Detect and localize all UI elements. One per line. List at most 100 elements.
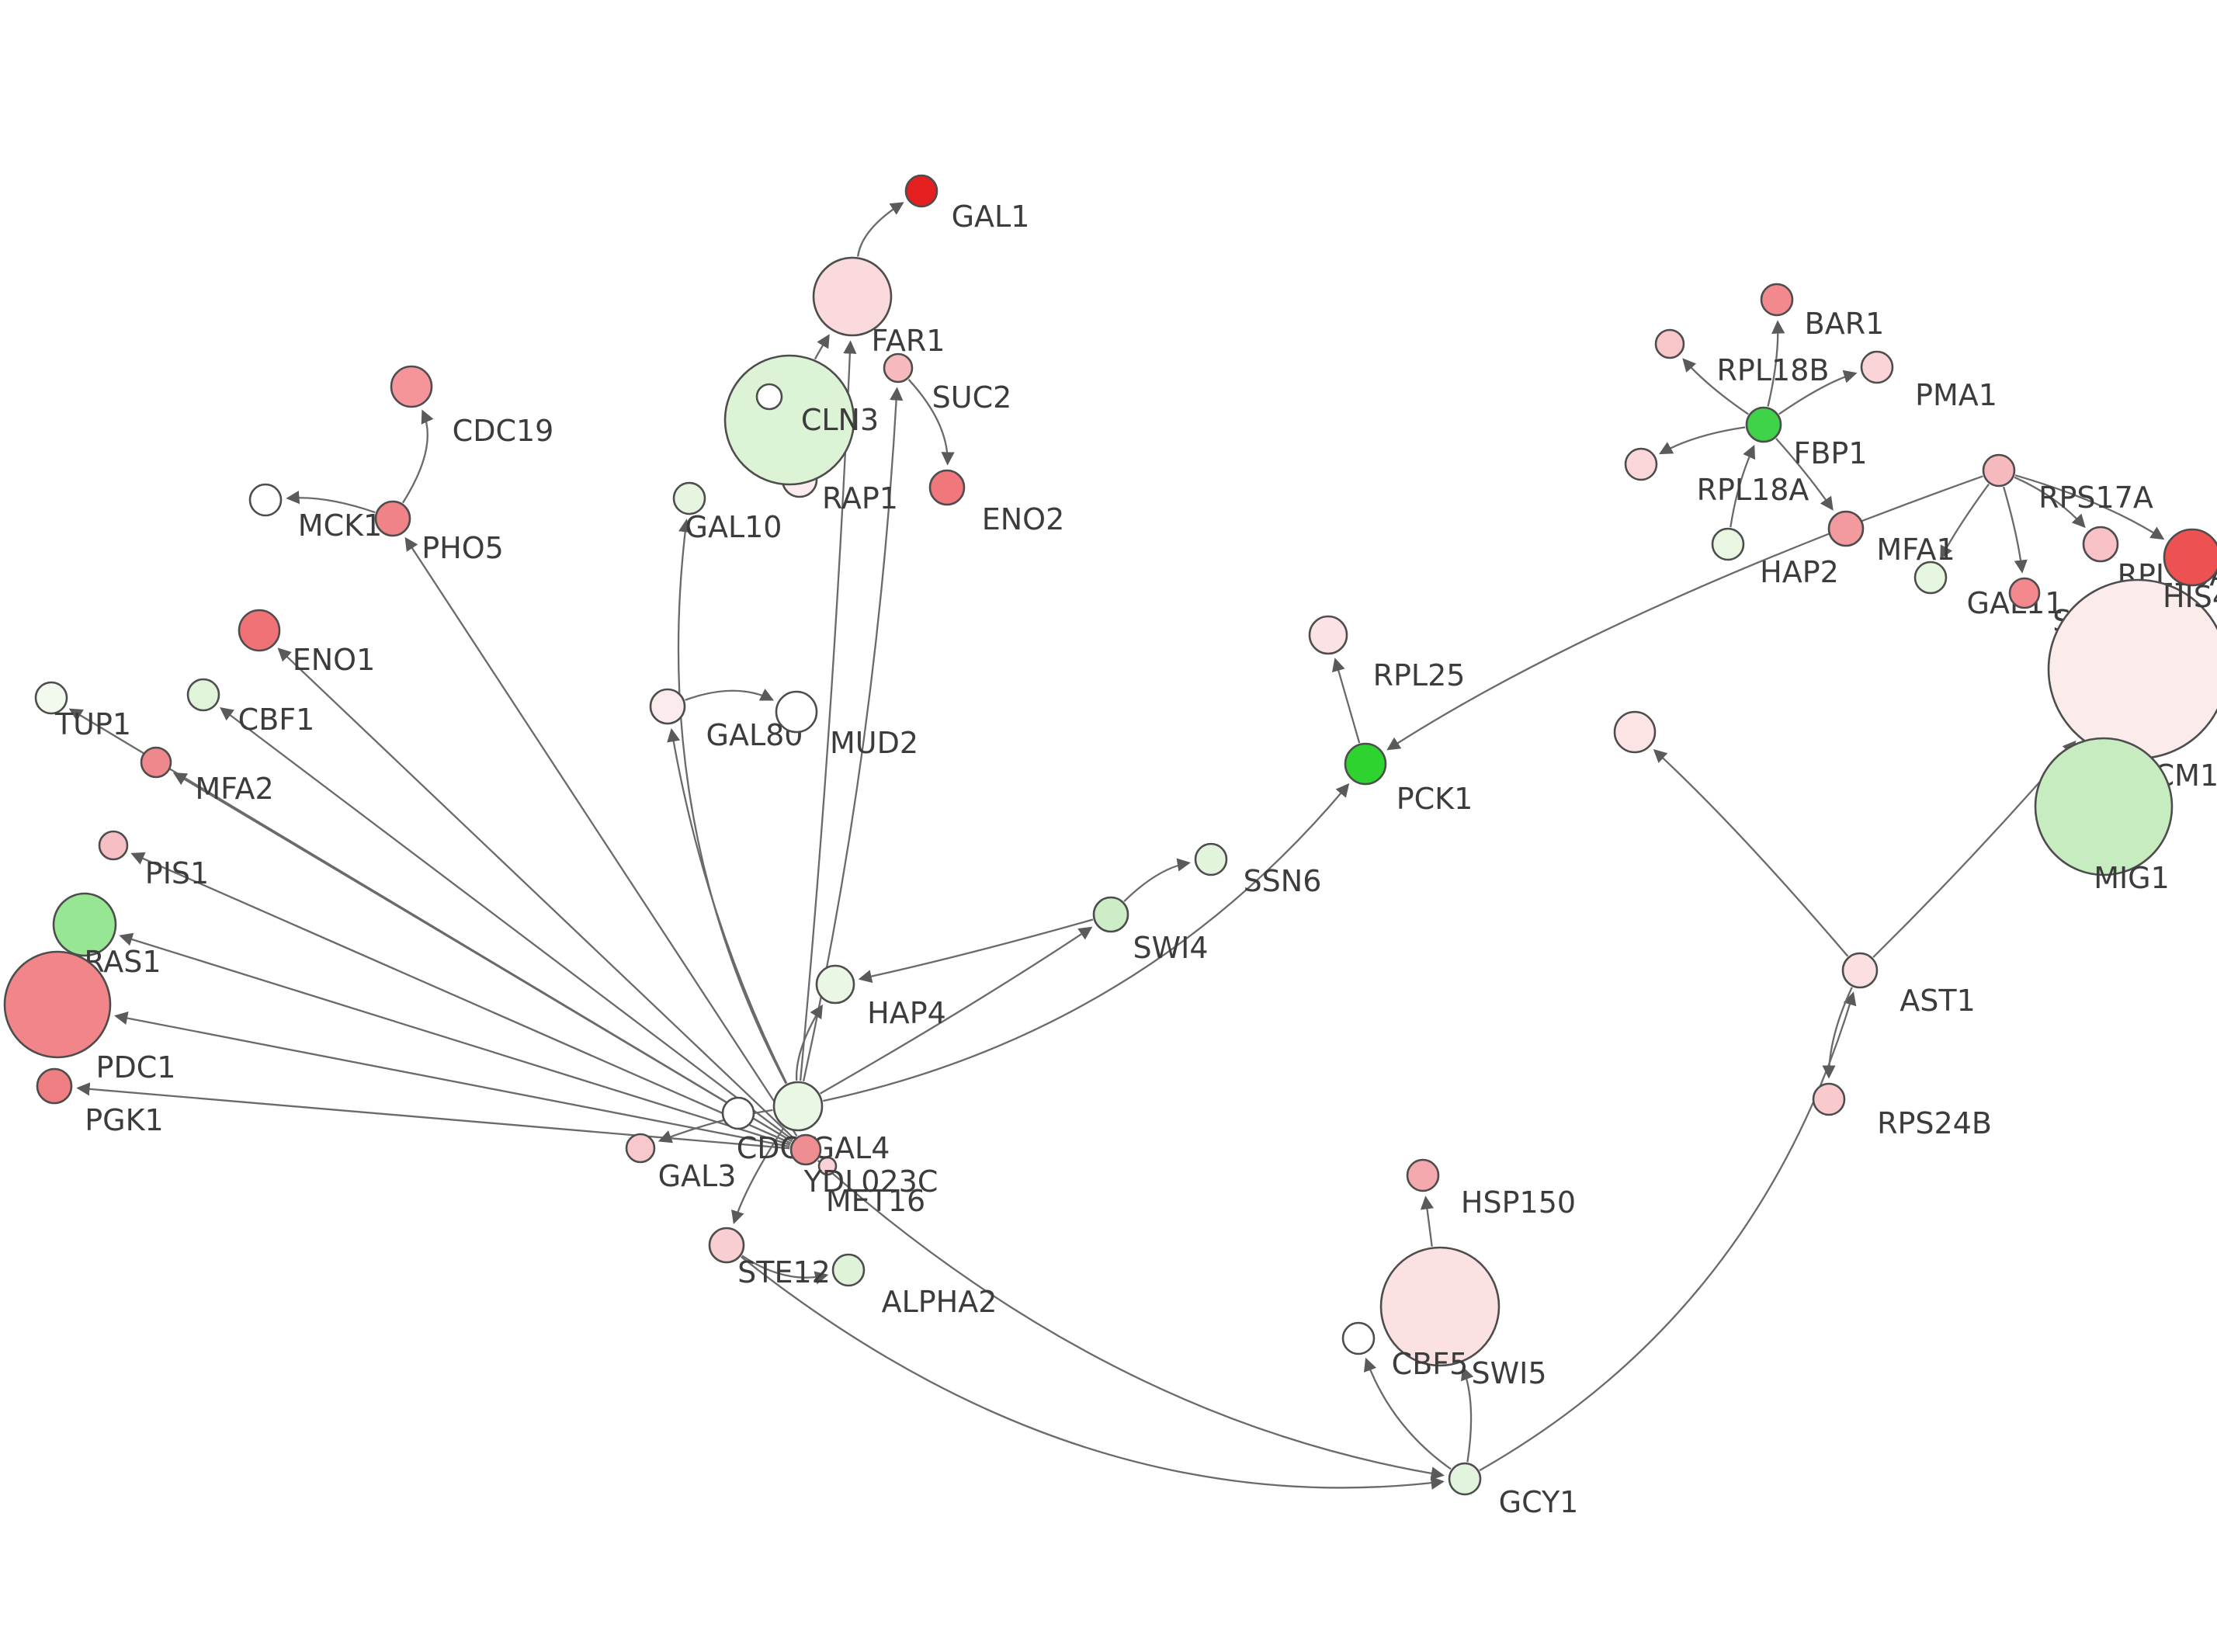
edge-ydl023c-pis1[interactable] [130,852,792,1144]
node-PMA1[interactable] [1860,350,1894,384]
node-STE12[interactable] [708,1227,745,1264]
node-unk2[interactable] [1613,710,1657,754]
edge-fbp1-pma1[interactable] [1778,370,1858,415]
node-GCY1[interactable] [1448,1462,1482,1496]
edge-ydl023c-pho5[interactable] [404,536,798,1137]
node-YDL023C[interactable] [789,1133,822,1166]
edge-gal4-ste12[interactable] [731,1126,785,1225]
node-RPS17A[interactable] [1982,453,2016,488]
node-HIS4[interactable] [2163,528,2217,587]
edge-fbp1-rpl18b[interactable] [1682,358,1749,415]
edge-gal4-gal3[interactable] [657,1109,773,1144]
edge-ydl023c-pgk1[interactable] [76,1082,790,1150]
node-BAR1[interactable] [1760,283,1794,317]
edge-pho5-mck1[interactable] [286,491,376,514]
node-TUP1[interactable] [34,681,68,715]
edge-gcy1-ast1[interactable] [1479,991,1857,1472]
node-STE2[interactable] [2008,577,2041,609]
edge-swi5-hsp150[interactable] [1420,1196,1435,1247]
node-ENO2[interactable] [928,469,966,506]
edge-rps17a-gal11[interactable] [1940,484,1990,560]
node-SUC2[interactable] [883,352,914,384]
edge-rps17a-ste2[interactable] [2002,486,2028,574]
edge-suc2-eno2[interactable] [907,379,955,466]
node-SSN6[interactable] [1194,842,1228,876]
node-RPL18B[interactable] [1654,328,1685,359]
edge-fbp1-bar1[interactable] [1767,320,1785,407]
node-SWI4[interactable] [1092,896,1129,933]
edge-pck1-rpl25[interactable] [1331,658,1361,744]
node-CDC6[interactable] [721,1096,755,1130]
node-GAL10[interactable] [672,481,706,515]
edge-swi4-ssn6[interactable] [1123,858,1191,903]
edge-ast1-unk2[interactable] [1653,748,1849,957]
edge-rps17a-his4[interactable] [2014,474,2165,540]
node-PGK1[interactable] [36,1067,73,1105]
edge-gal80-mud2[interactable] [685,689,775,701]
edge-gcy1-cbf5[interactable] [1363,1357,1452,1470]
node-HSP150[interactable] [1406,1158,1440,1192]
node-CBF1[interactable] [186,678,220,712]
node-MIG1[interactable] [2034,737,2174,876]
node-MCK1[interactable] [248,483,283,517]
edge-gal4-swi4[interactable] [820,926,1093,1095]
node-GAL80[interactable] [649,688,686,725]
edge-ste12-alpha2[interactable] [741,1255,829,1285]
edge-ast1-rps24b[interactable] [1822,987,1853,1079]
node-GAL3[interactable] [625,1133,656,1164]
edge-rps17a-pck1[interactable] [1386,475,1983,751]
edge-gcy1-swi5[interactable] [1460,1366,1474,1463]
node-RPS24B[interactable] [1812,1082,1846,1116]
node-CDC19[interactable] [390,365,433,408]
node-label-CBF1: CBF1 [238,703,315,737]
edge-ydl023c-gcy1[interactable] [817,1160,1445,1480]
node-MFA2[interactable] [140,746,172,779]
node-PIS1[interactable] [98,830,129,861]
node-CLN3[interactable] [723,354,855,486]
node-MCM1[interactable] [2047,578,2217,760]
node-ENO1[interactable] [238,609,281,652]
node-MFA1[interactable] [1827,510,1865,547]
node-RAS1[interactable] [52,892,117,957]
edge-gal4-gal80[interactable] [667,728,788,1085]
node-FAR1[interactable] [812,256,893,337]
node-GAL4[interactable] [772,1081,824,1132]
edge-ydl023c-ras1[interactable] [119,932,791,1146]
node-GAL11[interactable] [1913,560,1948,595]
node-RPL25[interactable] [1308,615,1348,655]
edge-hap2-fbp1[interactable] [1730,444,1756,528]
node-HAP4[interactable] [815,964,855,1005]
node-HAP2[interactable] [1711,527,1745,561]
edge-gal4-hap4[interactable] [795,1004,823,1081]
node-group-PMA1: PMA1 [1860,350,1997,412]
node-ALPHA2[interactable] [831,1253,866,1287]
edge-swi4-hap4[interactable] [858,918,1094,984]
node-FBP1[interactable] [1745,406,1782,443]
edge-fbp1-rpl18a[interactable] [1659,426,1746,455]
node-unk1[interactable] [755,383,783,411]
edge-far1-gal1[interactable] [856,202,904,257]
edge-rps17a-rpl16a[interactable] [2014,476,2086,529]
node-RPL18A[interactable] [1624,447,1658,481]
node-GAL1[interactable] [904,174,938,208]
node-RPL16A[interactable] [2082,526,2119,563]
edge-pho5-cdc19[interactable] [401,409,434,504]
edge-cln3-far1[interactable] [814,334,830,360]
node-MET16[interactable] [817,1156,838,1176]
edge-ydl023c-eno1[interactable] [277,647,795,1140]
node-PCK1[interactable] [1344,742,1387,786]
node-CBF5[interactable] [1341,1321,1376,1355]
node-AST1[interactable] [1841,952,1879,989]
edge-ydl023c-cbf1[interactable] [220,706,793,1141]
edge-ydl023c-pdc1[interactable] [114,1012,790,1148]
node-PDC1[interactable] [3,950,112,1059]
edge-fbp1-mfa1[interactable] [1775,438,1834,511]
edge-ste12-gcy1[interactable] [741,1255,1445,1490]
node-PHO5[interactable] [374,500,411,537]
edge-gal4-pck1[interactable] [823,783,1350,1102]
node-SWI5[interactable] [1379,1246,1501,1367]
edge-ydl023c-mfa2[interactable] [172,772,793,1143]
edge-gal4-gal10[interactable] [677,519,787,1085]
node-MUD2[interactable] [775,690,818,734]
